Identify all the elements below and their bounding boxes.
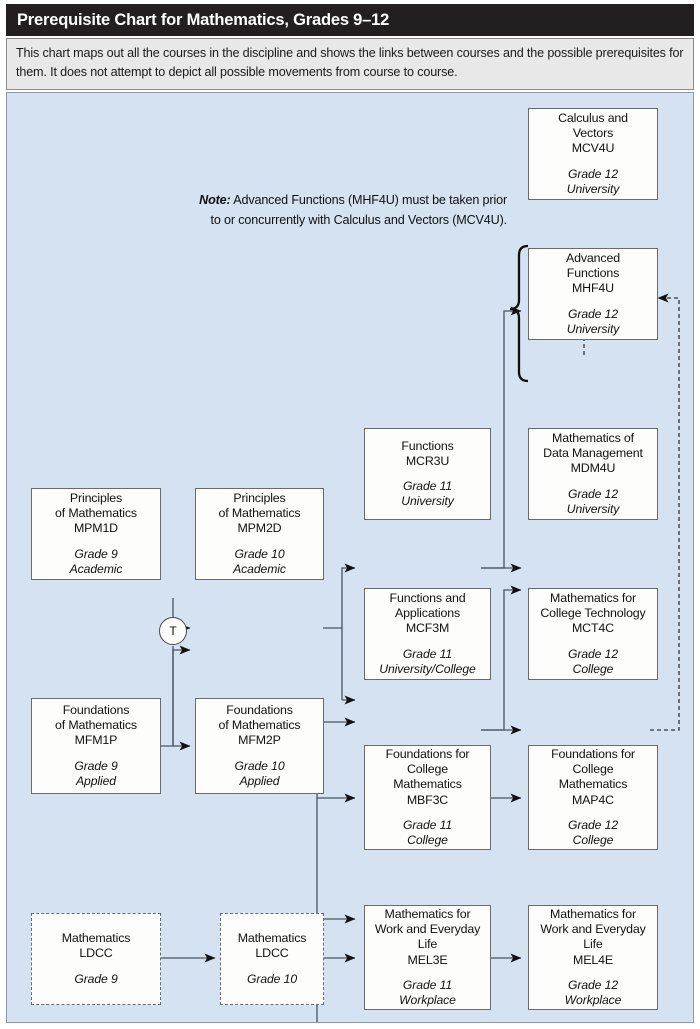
transfer-node-label: T bbox=[169, 624, 177, 638]
course-meta-ldcc10: Grade 10 bbox=[246, 971, 297, 986]
chart-note: Note: Advanced Functions (MHF4U) must be… bbox=[197, 191, 507, 230]
page-title: Prerequisite Chart for Mathematics, Grad… bbox=[17, 10, 390, 29]
chart-description-panel: This chart maps out all the courses in t… bbox=[6, 38, 694, 90]
link-transfer-up bbox=[172, 645, 191, 746]
trunk-mpm2d bbox=[323, 627, 343, 700]
course-meta-ldcc9: Grade 9 bbox=[74, 971, 118, 986]
chart-note-text: Advanced Functions (MHF4U) must be taken… bbox=[210, 193, 507, 227]
chart-description-text: This chart maps out all the courses in t… bbox=[16, 46, 684, 79]
link-mct4c-mhf4u bbox=[650, 293, 680, 731]
link-mpm2d-mcr3u bbox=[341, 563, 356, 628]
note-brace bbox=[509, 244, 529, 383]
transfer-node-t[interactable]: T bbox=[159, 617, 187, 645]
chart-note-label: Note: bbox=[199, 193, 231, 207]
connector-lines bbox=[160, 244, 680, 1022]
page-title-bar: Prerequisite Chart for Mathematics, Grad… bbox=[6, 4, 694, 36]
